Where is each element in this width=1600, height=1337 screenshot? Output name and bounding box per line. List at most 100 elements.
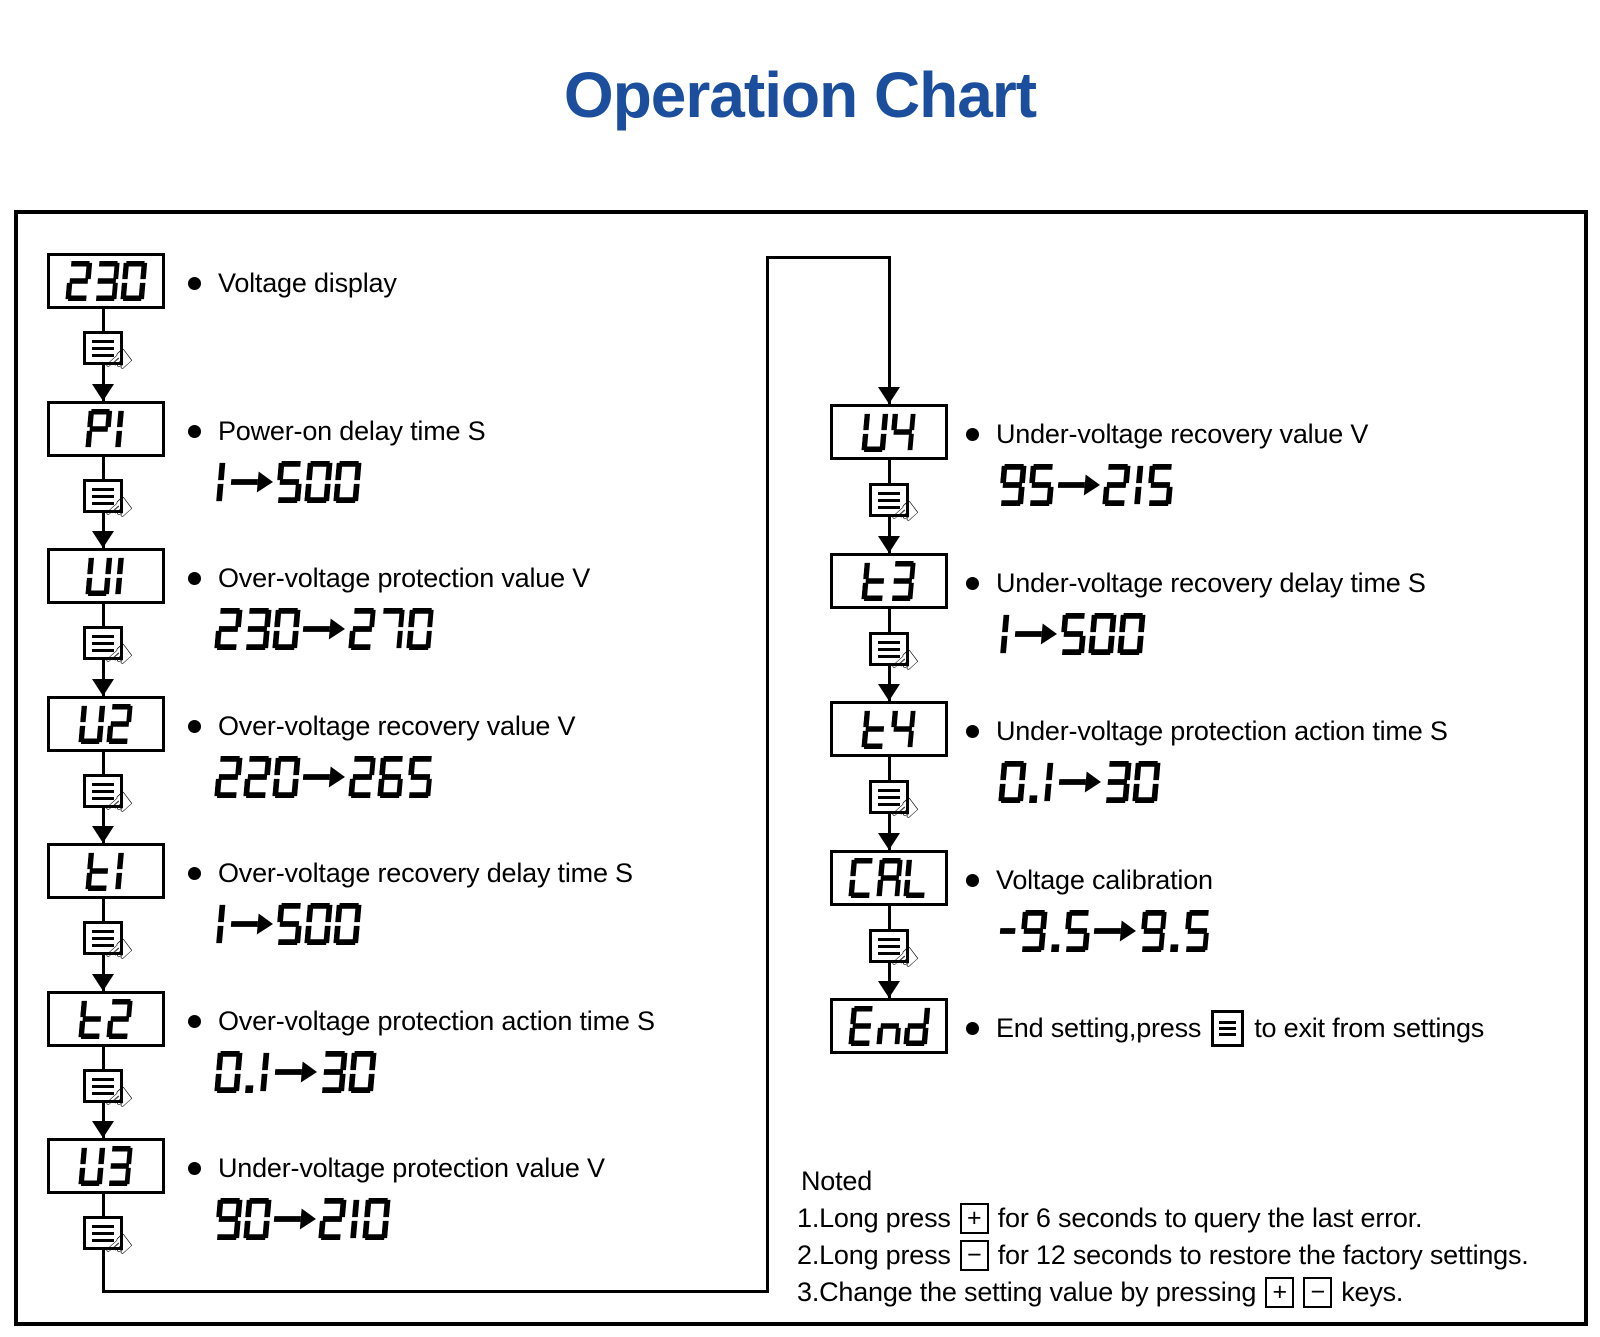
seven-segment-value (861, 561, 917, 601)
step-label: Under-voltage recovery value V (996, 418, 1369, 449)
seven-segment-value (78, 1146, 134, 1186)
step-label: Under-voltage protection value V (218, 1152, 605, 1183)
range-value (214, 756, 434, 798)
step-label-row: Under-voltage protection value V (188, 1151, 605, 1185)
seven-segment-value (78, 704, 134, 744)
note-text: 3.Change the setting value by pressing (797, 1277, 1257, 1307)
range-value (998, 464, 1175, 506)
end-step-label-row: End setting,press to exit from settings (966, 1009, 1485, 1047)
arrow-down-icon (92, 1121, 114, 1138)
set-button-icon (83, 774, 123, 808)
seven-segment-value (85, 851, 126, 891)
step-label-row: Over-voltage recovery delay time S (188, 856, 633, 890)
range-value (214, 608, 435, 650)
range-value (214, 1198, 391, 1240)
set-button-inline-icon (1211, 1009, 1245, 1047)
step-label-row: Voltage display (188, 266, 397, 300)
range-value (214, 1051, 377, 1093)
step-label: Over-voltage recovery delay time S (218, 857, 633, 888)
bullet-icon (188, 424, 201, 438)
connector-line (888, 256, 891, 404)
plus-key-icon: + (1265, 1277, 1295, 1308)
range-value (214, 903, 362, 945)
display-box-u2 (47, 696, 165, 752)
display-box-u3 (47, 1138, 165, 1194)
connector-line (102, 1290, 769, 1293)
notes-heading: Noted (801, 1165, 873, 1196)
set-button-icon (83, 626, 123, 660)
bullet-icon (966, 873, 979, 887)
arrow-down-icon (92, 826, 114, 843)
seven-segment-value (85, 409, 126, 449)
display-box-t2 (47, 991, 165, 1047)
arrow-down-icon (878, 981, 900, 998)
display-box-p1 (47, 401, 165, 457)
set-button-icon (83, 1216, 123, 1250)
bullet-icon (188, 276, 201, 290)
seven-segment-value (85, 556, 126, 596)
end-label-before: End setting,press (996, 1012, 1202, 1043)
bullet-icon (966, 1021, 979, 1035)
end-label-after: to exit from settings (1254, 1012, 1485, 1043)
display-box-t3 (830, 553, 948, 609)
bullet-icon (188, 866, 201, 880)
bullet-icon (188, 1014, 201, 1028)
step-label: Power-on delay time S (218, 415, 486, 446)
step-label-row: Under-voltage recovery value V (966, 417, 1368, 451)
set-button-icon (83, 1069, 123, 1103)
display-box-t1 (47, 843, 165, 899)
arrow-down-icon (878, 684, 900, 701)
bullet-icon (188, 571, 201, 585)
step-label: Over-voltage recovery value V (218, 710, 576, 741)
note-text: 1.Long press (797, 1203, 951, 1233)
seven-segment-value (861, 709, 917, 749)
step-label-row: Over-voltage protection value V (188, 561, 590, 595)
connector-line (766, 256, 769, 1293)
bullet-icon (188, 1161, 201, 1175)
display-box-t4 (830, 701, 948, 757)
arrow-down-icon (878, 387, 900, 404)
set-button-icon (83, 479, 123, 513)
step-label: Over-voltage protection action time S (218, 1005, 655, 1036)
bullet-icon (966, 576, 979, 590)
arrow-down-icon (92, 679, 114, 696)
step-label-row: Voltage calibration (966, 863, 1213, 897)
page-title: Operation Chart (563, 59, 1037, 131)
arrow-down-icon (878, 833, 900, 850)
set-button-icon (869, 929, 909, 963)
display-box-u4 (830, 404, 948, 460)
step-label-row: Under-voltage protection action time S (966, 714, 1448, 748)
set-button-icon (83, 921, 123, 955)
set-button-icon (83, 331, 123, 365)
plus-key-icon: + (959, 1203, 989, 1234)
step-label: Under-voltage recovery delay time S (996, 567, 1426, 598)
display-box-cal (830, 850, 948, 906)
seven-segment-value (78, 999, 134, 1039)
minus-key-icon: − (959, 1240, 989, 1271)
range-value (998, 910, 1211, 952)
note-line-2: 2.Long press − for 12 seconds to restore… (797, 1237, 1529, 1274)
display-box-u1 (47, 548, 165, 604)
note-line-1: 1.Long press + for 6 seconds to query th… (797, 1200, 1529, 1237)
step-label-row: Power-on delay time S (188, 414, 486, 448)
range-value (214, 461, 362, 503)
step-label: Voltage display (218, 267, 397, 298)
note-text: for 6 seconds to query the last error. (997, 1203, 1423, 1233)
note-text: 2.Long press (797, 1240, 951, 1270)
seven-segment-value (64, 261, 148, 301)
arrow-down-icon (92, 974, 114, 991)
connector-line (766, 256, 891, 259)
step-label-row: Over-voltage protection action time S (188, 1004, 655, 1038)
display-box-230 (47, 253, 165, 309)
step-label-row: Over-voltage recovery value V (188, 709, 576, 743)
bullet-icon (966, 427, 979, 441)
step-label-row: Under-voltage recovery delay time S (966, 566, 1426, 600)
arrow-down-icon (92, 384, 114, 401)
range-value (998, 613, 1146, 655)
note-text: keys. (1341, 1277, 1404, 1307)
step-label: Voltage calibration (996, 864, 1213, 895)
bullet-icon (966, 724, 979, 738)
seven-segment-value (847, 1006, 931, 1046)
notes-block: Noted 1.Long press + for 6 seconds to qu… (797, 1162, 1529, 1311)
